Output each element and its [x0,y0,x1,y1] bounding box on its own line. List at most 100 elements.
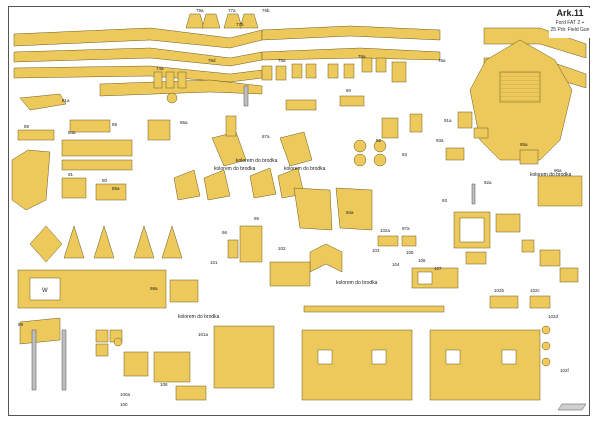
label-97a: 97a [402,226,410,231]
tri-4 [161,225,183,259]
label-78a: 78a [358,54,366,59]
part-88 [69,119,111,133]
trapezoid-3 [249,167,277,199]
wedge-left [19,317,61,345]
sq-1 [95,329,109,343]
trail-piece-2 [13,47,263,67]
sq-3 [95,343,109,357]
label-106: 106 [418,258,426,263]
label-77a: 77a [228,8,236,13]
part-226 [225,115,237,137]
ring-2 [353,139,367,153]
center-bracket-1 [293,187,333,231]
label-82: 82 [376,138,382,143]
label-w-left: W [42,288,48,294]
trail-piece-4 [13,65,263,83]
part-small-2 [165,71,175,89]
label-100a: 100a [120,392,131,397]
trail-piece-top-right [261,25,441,41]
part-380 [381,117,399,139]
ring-7 [541,325,551,335]
label-107: 107 [434,266,442,271]
label-91: 91 [68,172,74,177]
plate-102l [489,295,519,309]
label-81a: 81a [62,98,70,103]
tri-1 [63,225,85,259]
plate-w-right-inner [417,271,433,285]
note-kolorem-2: kolorem do brodka [214,166,256,172]
block-101 [269,261,311,287]
part-large-right [537,175,583,207]
part-small-5 [275,65,287,81]
label-99: 99 [18,322,24,327]
label-86a: 86a [180,120,188,125]
trail-piece-3 [261,47,441,61]
plate-w-left-inner [29,277,61,301]
body-lower-left [301,329,413,401]
gray-bar-2 [31,329,37,391]
part-small-11 [375,57,387,73]
part-560 [559,267,579,283]
label-101: 101 [210,260,218,265]
trapezoid-1 [173,169,201,201]
note-kolorem-5: kolorem do brodka [178,314,220,320]
body-lower-left-w2 [371,349,387,365]
block-170 [169,279,199,303]
trapezoid-6 [279,131,313,167]
part-small-9 [343,63,355,79]
gray-bar-3 [61,329,67,391]
body-lower-left-w [317,349,333,365]
ring-3 [373,139,387,153]
ring-6 [113,337,123,347]
part-412 [409,113,423,133]
label-108: 108 [160,382,168,387]
label-100: 100 [120,402,128,407]
ring-5 [373,153,387,167]
gray-bar-1 [243,85,249,107]
trail-piece-top-left [13,27,263,49]
sheet-frame [8,6,590,416]
label-93: 93 [442,198,448,203]
sheet-subtitle-2: 25 Pdr. Field Gun [550,27,590,33]
note-kolorem-6: kolorem do brodka [530,172,572,178]
tri-2 [93,225,115,259]
label-101a: 101a [198,332,209,337]
part-small-8 [327,63,339,79]
label-102b: 102b [494,288,505,293]
label-83: 83 [402,152,408,157]
label-79a: 79a [196,8,204,13]
label-93a: 93a [436,138,444,143]
sheet-subtitle-1: Ford FAT 2 + [555,20,585,26]
label-80: 80 [346,88,352,93]
part-84a [61,139,133,157]
fork-plate [499,71,541,103]
plate-102c [529,295,551,309]
label-76a: 76a [438,58,446,63]
label-77b: 77b [236,22,244,27]
center-bracket-2 [335,187,373,231]
part-442 [445,147,465,161]
label-95: 95 [254,216,260,221]
label-89: 89 [24,124,30,129]
ring-4 [353,153,367,167]
label-96: 96 [222,230,228,235]
plate-102a [401,235,417,247]
part-89 [17,129,55,141]
body-lower-right-w [445,349,461,365]
label-91a: 91a [444,118,452,123]
label-96a: 96a [554,168,562,173]
plate-big-centre [213,325,275,389]
label-90: 90 [102,178,108,183]
part-small-12 [391,61,407,83]
label-102a: 102a [380,228,391,233]
sheet-number: Ark.11 [556,8,584,18]
body-lower-right [429,329,541,401]
part-small-3 [177,71,187,89]
ring-9 [541,357,551,367]
part-91 [61,177,87,199]
frame-square-inner [459,217,485,243]
label-102d: 102d [548,314,559,319]
part-150 [147,119,171,141]
part-small-1 [153,71,163,89]
